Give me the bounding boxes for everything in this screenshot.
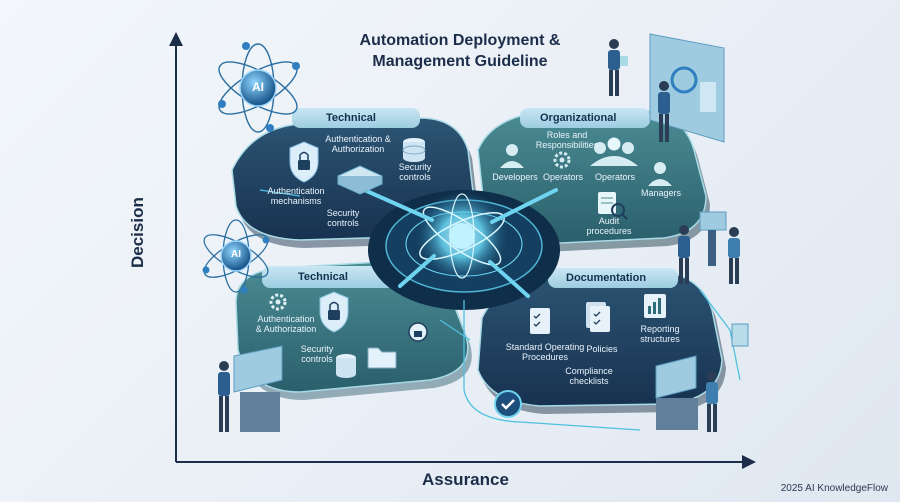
check-circle-icon: [494, 390, 522, 418]
doc-compliance-label-2: checklists: [569, 376, 609, 386]
y-axis: [169, 32, 183, 462]
tech-top-security-label-1: Security: [398, 162, 432, 172]
ai-atom-top: [218, 42, 300, 133]
hub-connectors: [358, 186, 558, 298]
lock-shield-icon-bottom: [319, 291, 349, 333]
x-axis-label: Assurance: [422, 470, 509, 489]
org-operators-label-1: Operators: [542, 172, 584, 182]
tech-top-controls-label-2: controls: [327, 218, 359, 228]
footer-credit: 2025 AI KnowledgeFlow: [780, 483, 888, 494]
server-chip-icon: [336, 165, 384, 195]
ai-atom-middle: [202, 219, 270, 294]
tech-bottom-security-label-2: controls: [301, 354, 333, 364]
ai-badge-middle: AI: [231, 249, 241, 260]
people-kiosk-right: [678, 211, 740, 284]
org-developers-label: Developers: [492, 172, 538, 182]
person-tablet-top: [608, 39, 628, 96]
person-screen-top-right: [658, 81, 670, 142]
tech-bottom-auth-label-1: Authentication: [257, 314, 315, 324]
doc-reporting-label-2: structures: [640, 334, 680, 344]
title-line-2: Management Guideline: [372, 53, 548, 70]
person-console-bottom-right: [655, 323, 749, 432]
gear-icon-bottom: [269, 293, 287, 311]
database-icon: [402, 138, 426, 162]
tech-top-security-label-2: controls: [399, 172, 431, 182]
y-axis-label: Decision: [128, 197, 147, 268]
checklist-icon: [530, 308, 550, 334]
report-chart-icon: [644, 294, 666, 318]
org-roles-label-2: Responsibilities: [535, 140, 599, 150]
org-roles-label-1: Roles and: [546, 130, 588, 140]
folder-icon: [367, 347, 397, 369]
doc-sop-label-1: Standard Operating: [505, 342, 585, 352]
audit-document-icon: [598, 192, 628, 220]
org-operators-label-2: Operators: [594, 172, 636, 182]
doc-sop-label-2: Procedures: [521, 352, 569, 362]
doc-reporting-label-1: Reporting: [640, 324, 680, 334]
policy-document-icon: [586, 302, 610, 332]
technical-top-header: Technical: [326, 112, 376, 124]
title-line-1: Automation Deployment &: [359, 32, 561, 49]
flow-lines: [259, 189, 741, 431]
organizational-header: Organizational: [540, 112, 617, 124]
documentation-header: Documentation: [566, 272, 647, 284]
tech-top-auth-label-1: Authentication &: [325, 134, 391, 144]
ai-badge-top: AI: [252, 80, 264, 94]
tech-top-mechanisms-label-2: mechanisms: [270, 196, 322, 206]
manager-icon: [648, 162, 672, 186]
org-managers-label: Managers: [640, 188, 682, 198]
doc-policies-label: Policies: [586, 344, 618, 354]
tech-bottom-auth-label-2: & Authorization: [255, 324, 317, 334]
team-icon: [590, 137, 638, 166]
tech-top-mechanisms-label-1: Authentication: [267, 186, 325, 196]
database-icon-bottom: [336, 354, 356, 378]
tech-top-auth-label-2: Authorization: [331, 144, 385, 154]
lock-badge-icon: [408, 322, 428, 342]
person-console-bottom-left: [218, 345, 283, 432]
lock-shield-icon: [289, 141, 319, 183]
gear-icon: [553, 151, 571, 169]
tech-top-controls-label-1: Security: [326, 208, 360, 218]
x-axis: [176, 455, 756, 469]
tech-bottom-security-label-1: Security: [300, 344, 334, 354]
developer-icon: [500, 144, 524, 168]
org-audit-label-1: Audit: [598, 216, 620, 226]
central-hub: [368, 190, 560, 310]
org-audit-label-2: procedures: [586, 226, 632, 236]
diagram-title: Automation Deployment & Management Guide…: [330, 30, 590, 72]
technical-bottom-header: Technical: [298, 271, 348, 283]
doc-compliance-label-1: Compliance: [565, 366, 613, 376]
